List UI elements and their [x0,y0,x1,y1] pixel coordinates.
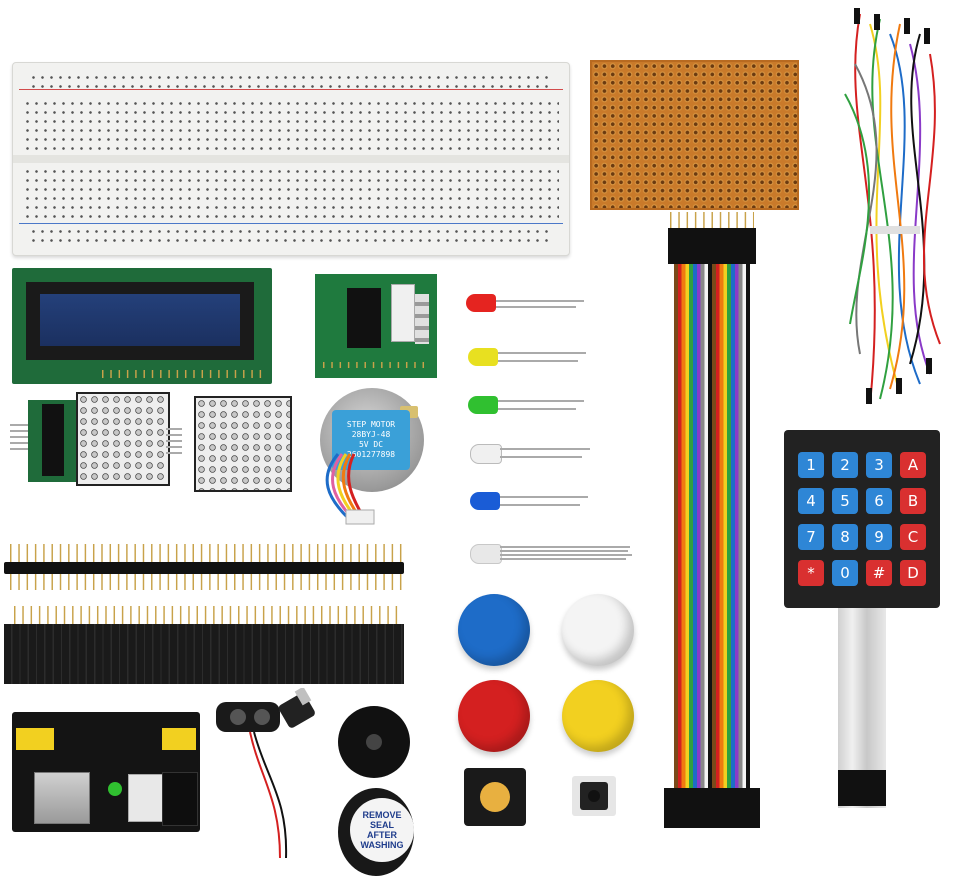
buzzer-label-line4: WASHING [360,840,404,850]
motor-label: STEP MOTOR 28BYJ-48 5V DC 2601277898 [332,410,410,470]
motor-label-line2: 28BYJ-48 [351,430,391,439]
tactile-switch-large [464,768,526,826]
male-pin-header-strip [4,562,404,574]
breadboard [12,62,570,256]
passive-buzzer: REMOVE SEAL AFTER WASHING [338,788,414,876]
matrix-driver-board [28,400,80,482]
lcd-module [12,268,272,384]
keypad-key: 0 [832,560,858,586]
lcd-bezel [26,282,254,360]
matrix-output-pins [166,428,182,454]
button-cap-yellow [562,680,634,752]
female-header-pins [14,606,402,628]
tactile-switch-small [572,776,616,816]
keypad-key: 8 [832,524,858,550]
keypad-key: 3 [866,452,892,478]
usb-port [34,772,90,824]
keypad-key: 2 [832,452,858,478]
battery-clip [216,688,315,859]
keypad-key: D [900,560,926,586]
led-blue [470,492,500,510]
breadboard-power-rail-bottom [19,223,563,245]
perfboard [590,60,799,210]
indicator-leds [415,294,429,344]
ribbon-pins-top [670,212,754,228]
keypad-key: 7 [798,524,824,550]
breadboard-power-module [12,712,200,832]
led-red [466,294,496,312]
ribbon-connectors-top [668,228,756,264]
matrix-input-pins [10,424,28,454]
motor-label-line1: STEP MOTOR [346,420,396,429]
motor-label-line4: 2601277898 [346,450,396,459]
led-yellow [468,348,498,366]
buzzer-label-line1: REMOVE [362,810,402,820]
breadboard-terminal-strip-bottom [23,167,559,219]
keypad-key: 9 [866,524,892,550]
driver-pins [323,362,429,368]
keypad-key: # [866,560,892,586]
ribbon-jumper-cable [664,212,760,828]
keypad-key: C [900,524,926,550]
keypad-key: 4 [798,488,824,514]
led-matrix-2 [194,396,292,492]
button-cap-blue [458,594,530,666]
buzzer-label-line2: SEAL [369,820,394,830]
ribbon-connectors-bottom [664,788,760,828]
buzzer-seal-label: REMOVE SEAL AFTER WASHING [350,798,414,862]
button-cap-red [458,680,530,752]
keypad-key: * [798,560,824,586]
breadboard-center-channel [13,155,569,163]
keypad-key: 6 [866,488,892,514]
led-white [470,444,502,464]
keypad-key: B [900,488,926,514]
buzzer-label-line3: AFTER [367,830,397,840]
ribbon-wires [674,264,750,788]
keypad-connector [838,770,886,806]
jumper-block-right [162,728,196,750]
led-group [466,292,636,572]
jumper-wire-bundle [844,8,941,405]
driver-chip [347,288,381,348]
keypad-key: 5 [832,488,858,514]
power-switch [128,774,164,822]
led-rgb [470,544,502,564]
led-green [468,396,498,414]
keypad-key: 1 [798,452,824,478]
stepper-driver-board [315,274,437,378]
lcd-header-pins [102,370,262,378]
jumper-block-left [16,728,54,750]
lcd-screen [40,294,240,346]
keypad-key: A [900,452,926,478]
motor-connector [391,284,415,342]
breadboard-power-rail-top [19,69,563,91]
motor-label-line3: 5V DC [358,440,384,449]
motor-wires [325,453,375,525]
female-pin-header [4,624,404,684]
matrix-driver-chip [42,404,64,476]
dc-barrel-jack [162,772,198,826]
breadboard-terminal-strip-top [23,99,559,151]
active-buzzer [338,706,410,778]
led-matrix-1 [76,392,170,486]
button-cap-white [562,594,634,666]
power-led [108,782,122,796]
